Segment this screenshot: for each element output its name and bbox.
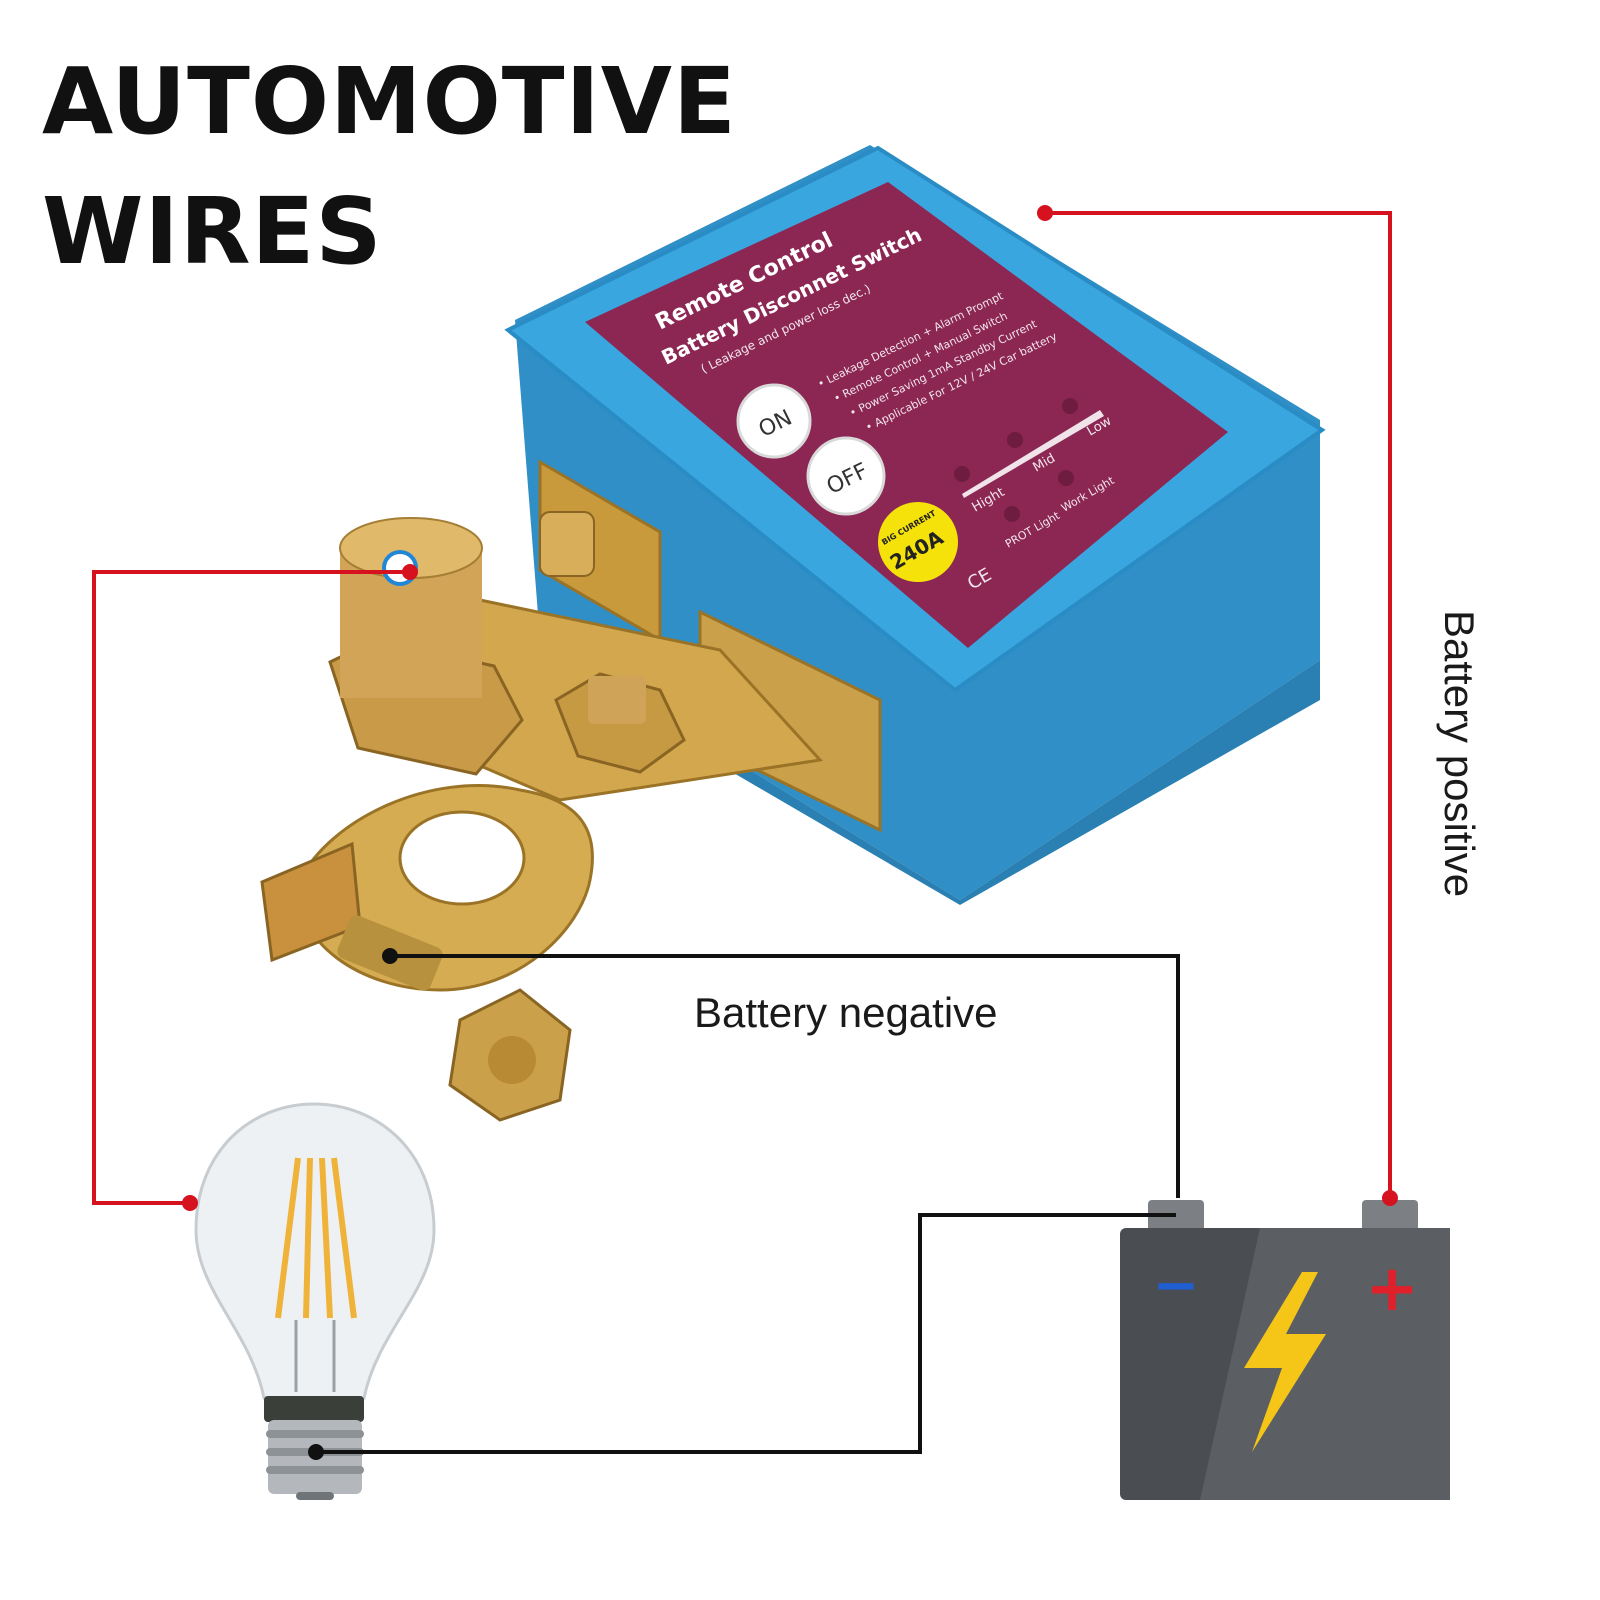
- switch-panel: [585, 182, 1228, 648]
- off-button[interactable]: OFF: [806, 436, 886, 516]
- clamp-nut-center: [488, 1036, 536, 1084]
- positive-wire-end-switch: [1037, 205, 1053, 221]
- light-bulb: [194, 1102, 436, 1500]
- bulb-glass: [194, 1102, 436, 1400]
- led-mid: [1007, 432, 1023, 448]
- lightning-bolt-icon: [1244, 1272, 1326, 1452]
- switch-stud: [539, 511, 595, 577]
- led-low: [1062, 398, 1078, 414]
- switch-housing-bottom: [540, 640, 1320, 905]
- led-work: [1058, 470, 1074, 486]
- negative-wire-bulb: [316, 1213, 1176, 1454]
- positive-wire-end-battery: [1382, 1190, 1398, 1206]
- positive-wire-bulb: [92, 570, 410, 1205]
- bulb-neck: [264, 1396, 364, 1422]
- led-high: [954, 466, 970, 482]
- bulb-stem: [294, 1320, 336, 1392]
- disconnect-switch: Remote Control Battery Disconnet Switch …: [504, 145, 1326, 905]
- negative-wire-end-bulb: [308, 1444, 324, 1460]
- battery-positive-symbol: +: [1365, 1252, 1419, 1326]
- battery-negative-label: Battery negative: [694, 989, 998, 1036]
- battery-negative-post: [1148, 1200, 1204, 1236]
- led-prot: [1004, 506, 1020, 522]
- current-badge: [878, 502, 958, 582]
- negative-wire-terminal: [390, 954, 1180, 1198]
- terminal-clamp-hole: [398, 810, 526, 906]
- negative-wire-end-terminal: [382, 948, 398, 964]
- battery-positive-label: Battery positive: [1436, 610, 1483, 898]
- title-line-1: AUTOMOTIVE: [42, 48, 737, 155]
- bulb-filaments: [275, 1157, 357, 1319]
- bulb-screw-base: [266, 1420, 364, 1500]
- bar-bolt: [588, 676, 646, 724]
- on-button[interactable]: ON: [736, 383, 812, 459]
- title-line-2: WIRES: [42, 178, 383, 285]
- bulb-wire-end-knob: [402, 564, 418, 580]
- bulb-wire-end-bulb: [182, 1195, 198, 1211]
- battery-negative-symbol: −: [1153, 1253, 1200, 1318]
- battery: − +: [1120, 1200, 1450, 1500]
- positive-wire-battery: [1045, 211, 1392, 1200]
- level-wedge: [962, 410, 1104, 498]
- battery-positive-post: [1362, 1200, 1418, 1236]
